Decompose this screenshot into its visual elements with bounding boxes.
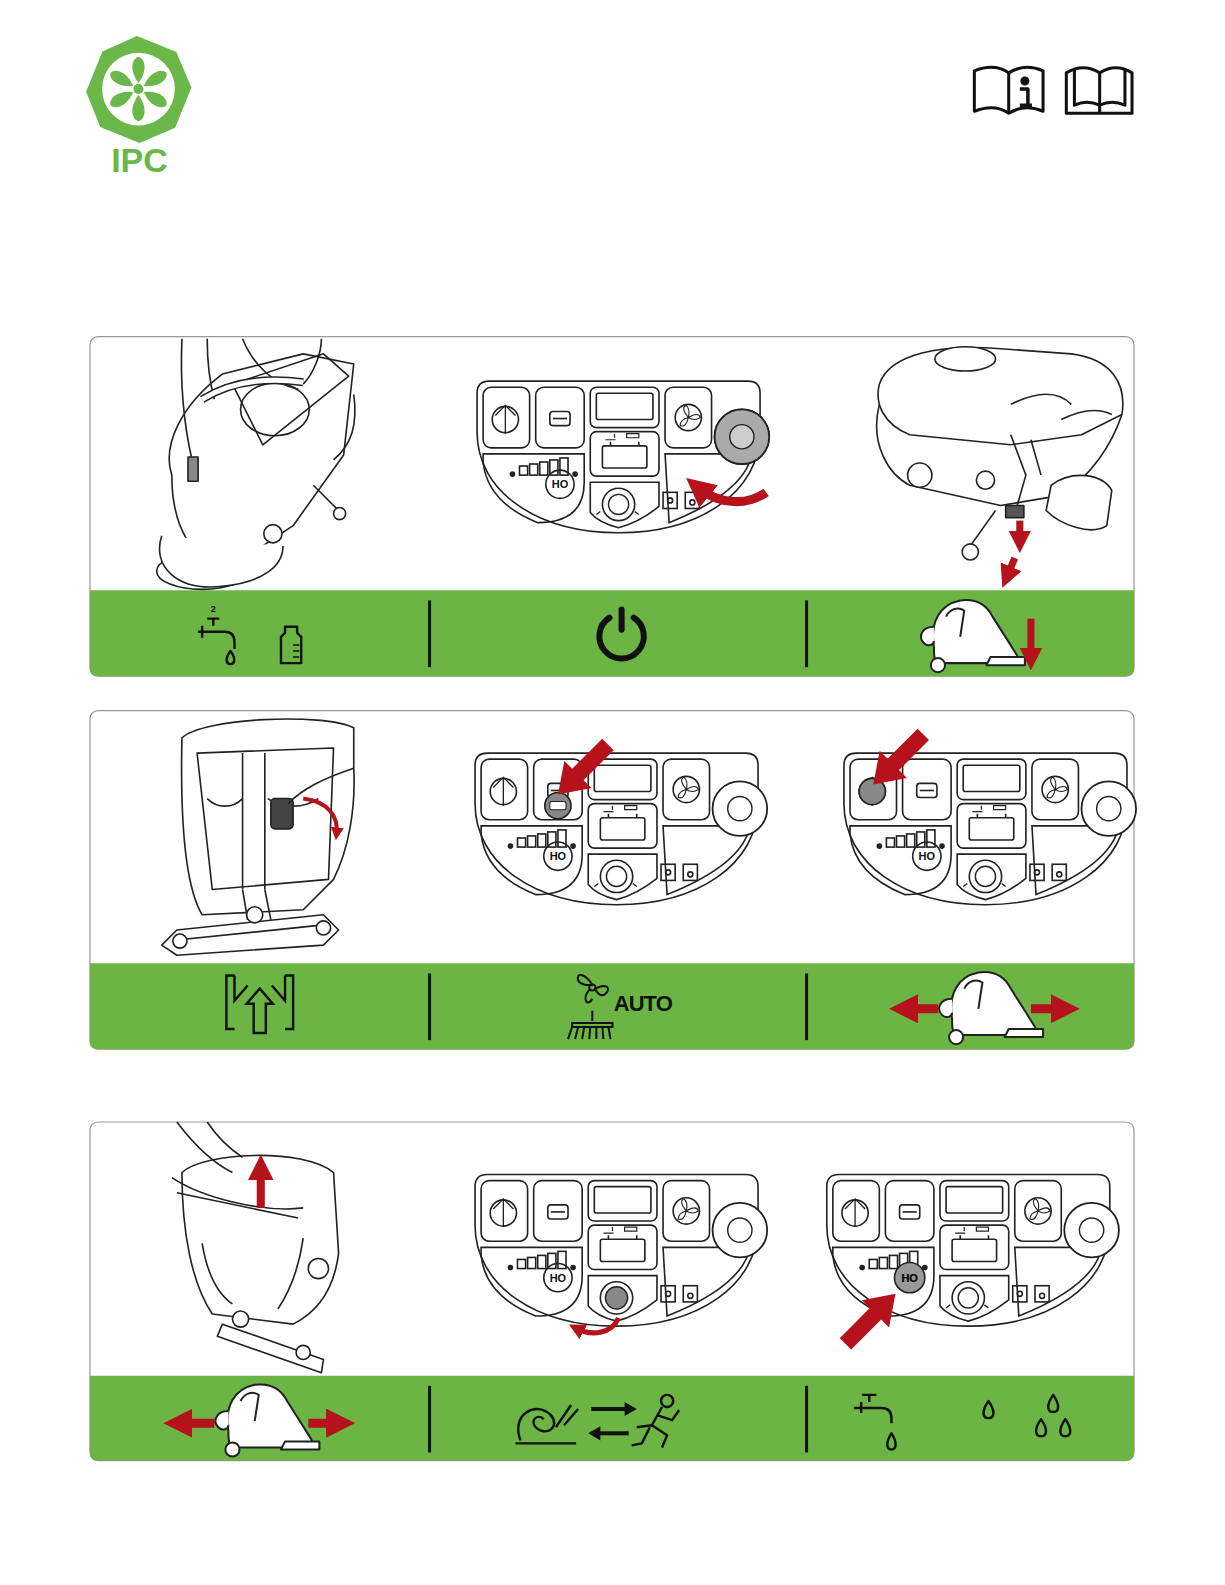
water-button-label: HO (550, 851, 567, 862)
water-button-label: HO (919, 851, 936, 862)
auto-mode-label: AUTO (614, 993, 672, 1015)
water-button-label: HO (550, 1272, 567, 1283)
manual-icons (974, 67, 1132, 113)
water-button-label: HO (901, 1272, 918, 1283)
water-button-label: HO (552, 479, 569, 490)
ipc-logo (76, 26, 202, 153)
tap-number: 2 (211, 605, 216, 614)
logo-text: IPC (111, 143, 168, 177)
